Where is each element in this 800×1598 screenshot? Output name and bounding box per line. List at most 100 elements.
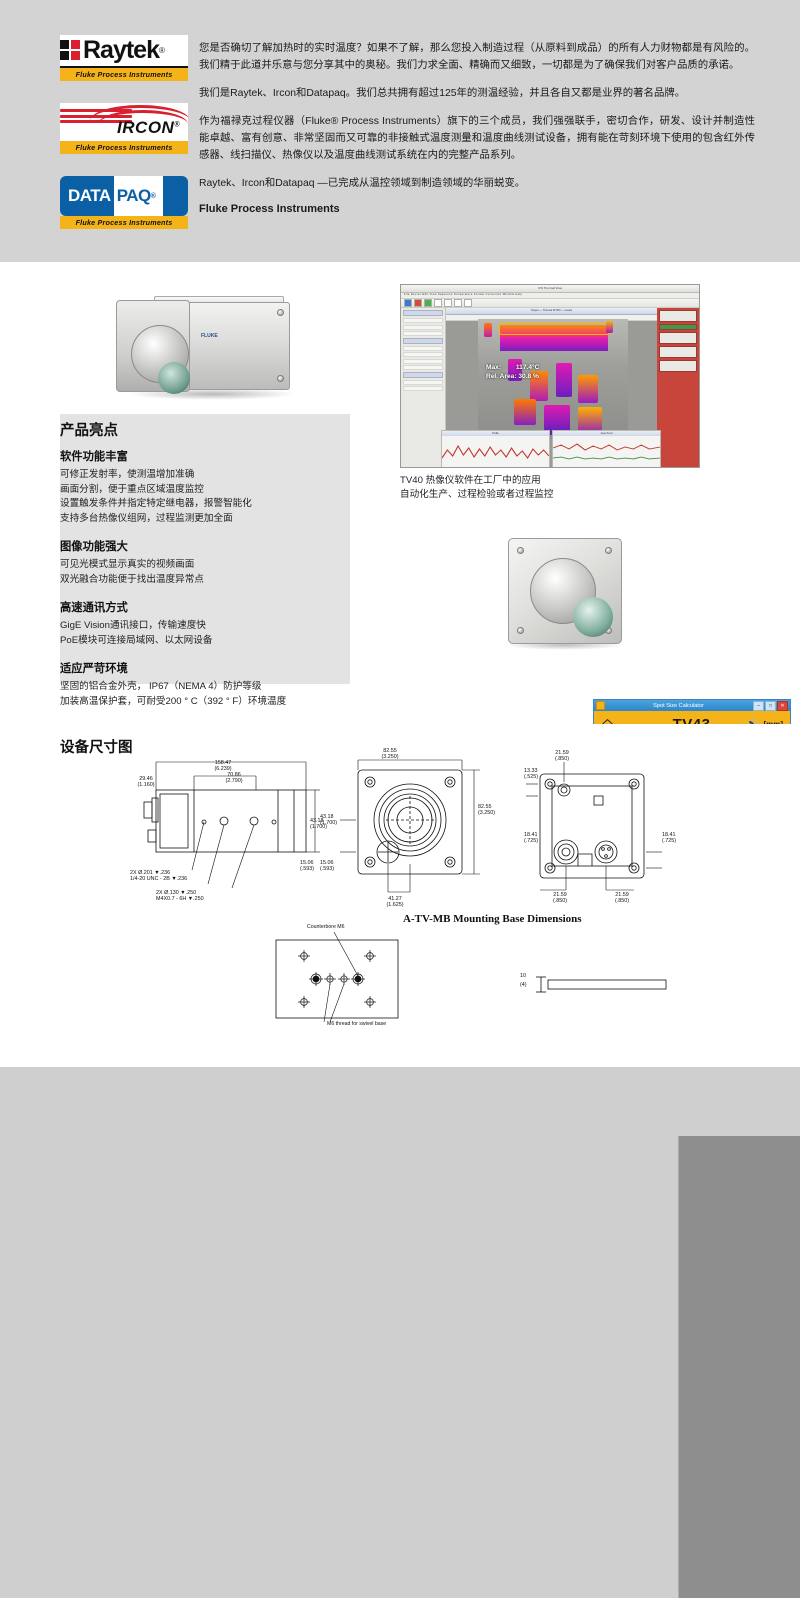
panel-header xyxy=(403,337,443,344)
rear-lower-dim: 18.41 (.725) xyxy=(524,832,539,845)
highlight-heading: 软件功能丰富 xyxy=(60,451,128,463)
highlight-group-software: 软件功能丰富 可修正发射率，使测温增加准确 画面分割，便于重点区域温度监控 设置… xyxy=(60,448,360,526)
rear-bottom-right-dim: 21.59 (.850) xyxy=(614,892,630,905)
raytek-tagline: Fluke Process Instruments xyxy=(60,68,188,81)
image-window-title: Output — Thermal IR 500 — Levels xyxy=(446,308,657,315)
panel-row[interactable] xyxy=(403,318,443,323)
highlights-panel xyxy=(60,414,350,684)
tv40-camera-photo: FLUKE xyxy=(110,284,300,409)
datapaq-tagline: Fluke Process Instruments xyxy=(60,216,188,229)
panel-row[interactable] xyxy=(403,331,443,336)
side-height-dim: 43.18 (1.700) xyxy=(320,814,338,827)
trend-chart-plot xyxy=(553,443,660,460)
highlight-lines: 坚固的铝合金外壳， IP67（NEMA 4）防护等级 加装高温保护套，可耐受20… xyxy=(60,681,287,707)
right-panel-box[interactable] xyxy=(659,360,697,372)
panel-row[interactable] xyxy=(403,352,443,357)
panel-row[interactable] xyxy=(403,324,443,330)
camera-badge: FLUKE xyxy=(201,333,218,339)
ircon-wordmark: IRCON® xyxy=(117,118,180,138)
chart-title: Area Trend xyxy=(553,431,660,436)
toolbar-icon[interactable] xyxy=(404,299,412,307)
mount-note-bottom: M6 thread for swivel base xyxy=(327,1021,387,1027)
device-lens-outer xyxy=(530,558,613,637)
mount-base-title: A-TV-MB Mounting Base Dimensions xyxy=(403,913,582,925)
overlay-max-label: Max: xyxy=(486,364,502,371)
thermal-overlay-readout: Max: 117.4°C Rel. Area: 30.8 % xyxy=(486,363,546,381)
highlight-heading: 图像功能强大 xyxy=(60,541,128,553)
dimension-drawings-section: 设备尺寸图 xyxy=(0,724,800,1067)
panel-row[interactable] xyxy=(403,386,443,391)
highlight-heading: 适应严苛环境 xyxy=(60,663,128,675)
software-right-panel xyxy=(657,308,699,467)
ircon-registered-mark: ® xyxy=(174,121,180,129)
highlight-group-environment: 适应严苛环境 坚固的铝合金外壳， IP67（NEMA 4）防护等级 加装高温保护… xyxy=(60,660,360,709)
overlay-max-value: 117.4°C xyxy=(515,364,540,371)
toolbar-icon[interactable] xyxy=(414,299,422,307)
panel-header xyxy=(403,310,443,316)
overlay-area-label: Rel. Area: xyxy=(486,373,517,380)
right-panel-box[interactable] xyxy=(659,332,697,344)
raytek-wordmark: Raytek xyxy=(83,35,160,64)
front-width-dim: 82.55 (3.250) xyxy=(381,748,399,761)
camera-lens-housing xyxy=(116,300,190,394)
software-toolbar xyxy=(401,299,699,308)
ircon-word-text: IRCON xyxy=(117,118,175,137)
mounting-base-edge-drawing xyxy=(536,976,667,993)
front-center-dim: 41.27 (1.625) xyxy=(386,896,404,909)
toolbar-icon[interactable] xyxy=(424,299,432,307)
intro-paragraph-3: 作为福禄克过程仪器（Fluke® Process Instruments）旗下的… xyxy=(199,116,755,161)
ircon-arc-icon xyxy=(90,105,188,124)
close-button[interactable]: ✕ xyxy=(777,700,788,711)
panel-row[interactable] xyxy=(403,379,443,385)
software-caption: TV40 热像仪软件在工厂中的应用 自动化生产、过程检验或者过程监控 xyxy=(400,475,554,500)
side-dim-1: 29.46 (1.160) xyxy=(137,776,155,789)
mount-thickness-top: 10 xyxy=(520,973,526,979)
camera-lens-glass xyxy=(158,362,190,394)
maximize-button[interactable]: □ xyxy=(765,700,776,711)
minimize-button[interactable]: – xyxy=(753,700,764,711)
toolbar-icon[interactable] xyxy=(454,299,462,307)
toolbar-icon[interactable] xyxy=(434,299,442,307)
rear-upper-dim: 13.33 (.525) xyxy=(524,768,539,781)
datapaq-word-left: DATA xyxy=(60,186,114,206)
ircon-logo: IRCON® Fluke Process Instruments xyxy=(60,103,188,154)
toolbar-icon[interactable] xyxy=(464,299,472,307)
panel-header xyxy=(403,371,443,378)
camera-lens-outer xyxy=(131,325,190,394)
app-icon xyxy=(596,701,605,710)
overlay-area-value: 30.8 % xyxy=(518,373,539,380)
trend-chart: Area Trend xyxy=(552,430,661,467)
highlight-group-imaging: 图像功能强大 可见光模式显示真实的视频画面 双光融合功能便于找出温度异常点 xyxy=(60,538,360,587)
ircon-arc-icon-2 xyxy=(98,110,188,127)
app-titlebar-text: Spot Size Calculator xyxy=(653,702,704,709)
highlight-heading: 高速通讯方式 xyxy=(60,602,128,614)
dimensions-title: 设备尺寸图 xyxy=(60,740,133,756)
panel-row[interactable] xyxy=(403,345,443,351)
side-note-2: 2X Ø.130 ▼.250 M4X0.7 - 6H ▼.250 xyxy=(156,890,204,903)
panel-row[interactable] xyxy=(403,365,443,370)
right-panel-box[interactable] xyxy=(659,310,697,322)
intro-paragraph-4: Raytek、Ircon和Datapaq —已完成从温控领域到制造领域的华丽蜕变… xyxy=(199,178,526,189)
front-left-dim: 43.18 (1.700) xyxy=(310,818,328,831)
side-overall-dim: 158.47 (6.239) xyxy=(214,760,232,773)
panel-row[interactable] xyxy=(403,358,443,364)
rear-right-dim: 18.41 (.725) xyxy=(662,832,677,845)
thermal-roi-box xyxy=(498,323,612,335)
highlight-lines: 可修正发射率，使测温增加准确 画面分割，便于重点区域温度监控 设置触发条件并指定… xyxy=(60,469,252,524)
ircon-tagline: Fluke Process Instruments xyxy=(60,141,188,154)
header-band: Raytek ® Fluke Process Instruments xyxy=(0,0,800,262)
highlight-group-comm: 高速通讯方式 GigE Vision通讯接口，传输速度快 PoE模块可连接局域网… xyxy=(60,599,360,648)
mount-note-top: Counterbore M6 xyxy=(307,924,345,930)
profile-chart-plot xyxy=(442,444,549,459)
raytek-registered-mark: ® xyxy=(159,45,165,55)
toolbar-icon[interactable] xyxy=(444,299,452,307)
front-height-dim: 82.55 (3.250) xyxy=(478,804,496,817)
right-panel-box[interactable] xyxy=(659,346,697,358)
datapaq-word-right: PAQ® xyxy=(113,176,164,216)
logo-column: Raytek ® Fluke Process Instruments xyxy=(60,35,188,251)
intro-signature: Fluke Process Instruments xyxy=(199,203,340,215)
software-left-panel xyxy=(401,308,446,467)
highlights-body: 软件功能丰富 可修正发射率，使测温增加准确 画面分割，便于重点区域温度监控 设置… xyxy=(60,448,360,721)
thermal-hot-band xyxy=(500,325,608,351)
